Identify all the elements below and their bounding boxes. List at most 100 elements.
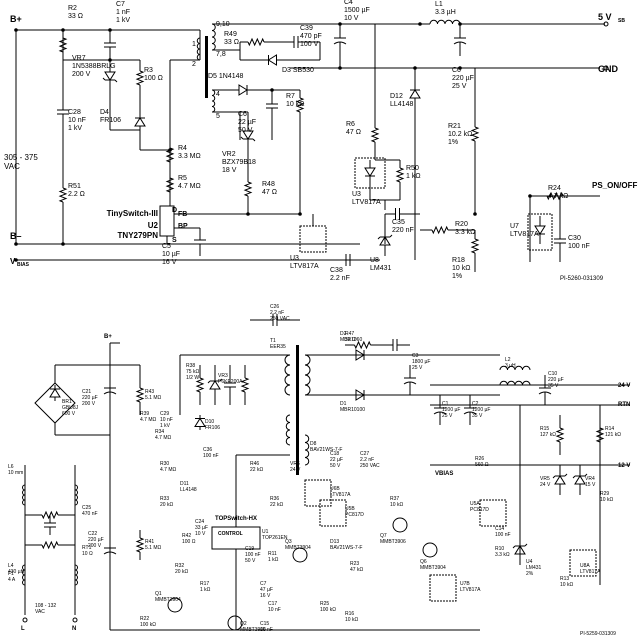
- inductor-winding: [22, 484, 26, 506]
- u8a-label: LTV817A: [580, 569, 601, 575]
- wire: [252, 138, 256, 142]
- r49-label: R49: [224, 31, 237, 38]
- u5b-label: PC817D: [345, 512, 364, 518]
- u1-label: U1: [262, 529, 269, 535]
- q2-label: Q2: [240, 621, 247, 627]
- r3-label: 100 Ω: [144, 75, 163, 82]
- r41-label: 5.1 MΩ: [145, 545, 162, 551]
- inductor-winding: [211, 23, 216, 51]
- vr5-label: 24 V: [540, 482, 551, 488]
- tpin-5: 5: [216, 113, 220, 120]
- inductor: [429, 19, 461, 25]
- wire: [395, 167, 405, 183]
- wire: [595, 427, 605, 443]
- u7-label: U7: [510, 223, 519, 230]
- tpin-4: 4: [216, 91, 220, 98]
- vr3-label: VR3: [218, 373, 228, 379]
- r16-label: 10 kΩ: [345, 617, 358, 623]
- capacitor-plate: [103, 391, 117, 395]
- r51-label: R51: [68, 183, 81, 190]
- ps-on-label: PS_ON/OFF: [592, 181, 637, 190]
- u5a-label: U5A: [470, 501, 480, 507]
- ac-n-label: N: [72, 626, 76, 632]
- wire: [219, 378, 223, 382]
- u6b-label: U6B: [330, 486, 340, 492]
- c28-label: C28: [68, 109, 81, 116]
- u4-label: LM431: [526, 565, 542, 571]
- l4-label: L4: [8, 563, 14, 569]
- c2-label: 35 V: [472, 413, 483, 419]
- wire: [552, 475, 556, 479]
- inductor-winding: [22, 564, 26, 586]
- u4-label: U4: [526, 559, 533, 565]
- transistor-q1: [167, 597, 183, 613]
- rail-vbias-label: V: [10, 257, 16, 266]
- wire: [470, 126, 480, 142]
- c18-label: C18: [330, 451, 339, 457]
- diode: [242, 130, 254, 140]
- r22-label: R22: [140, 616, 149, 622]
- r25-label: R25: [320, 601, 329, 607]
- optocoupler: [319, 499, 347, 527]
- u2-part-label: TNY279PN: [118, 231, 159, 240]
- inductor-winding: [196, 37, 201, 61]
- junction-dot: [528, 194, 532, 198]
- wire: [240, 136, 244, 140]
- wire: [370, 127, 380, 143]
- junction-dot: [338, 66, 342, 70]
- r18-label: R18: [452, 257, 465, 264]
- u3b-label: U3: [290, 255, 299, 262]
- vr2-label: 18 V: [222, 167, 237, 174]
- diode: [355, 389, 365, 401]
- d5-label: D5 1N4148: [208, 73, 244, 80]
- c18-label: 50 V: [330, 463, 341, 469]
- ac-l-label: L: [21, 626, 25, 632]
- d11-label: D11: [180, 481, 189, 487]
- l1-label: 3.3 µH: [435, 9, 456, 16]
- u6b-label: LTV817A: [330, 492, 351, 498]
- capacitor-plate: [333, 41, 347, 45]
- capacitor-plate: [103, 551, 117, 555]
- c1-label: C1: [442, 401, 449, 407]
- r10-label: R10: [495, 546, 504, 552]
- d4-label: D4: [100, 109, 109, 116]
- c35-label: C35: [392, 219, 405, 226]
- r3-label: R3: [144, 67, 153, 74]
- t1-core: [296, 345, 299, 475]
- diode: [514, 545, 526, 555]
- r5-label: 4.7 MΩ: [178, 183, 201, 190]
- ac-input-label: 108 - 132: [35, 603, 56, 609]
- r7-label: R7: [286, 93, 295, 100]
- c36-label: 100 nF: [203, 453, 219, 459]
- c29-label: 1 kV: [160, 423, 171, 429]
- d10-label: FR106: [205, 425, 220, 431]
- l1-label: L1: [435, 1, 443, 8]
- r22-label: 100 kΩ: [140, 622, 156, 628]
- c25-label: C25: [82, 505, 91, 511]
- r50-label: R50: [406, 165, 419, 172]
- wire: [58, 187, 68, 203]
- d12-label: LL4148: [390, 101, 413, 108]
- u8a-label: U8A: [580, 563, 590, 569]
- r26-label: R26: [475, 456, 484, 462]
- transformer-core: [205, 36, 208, 98]
- c15-label: C15: [260, 621, 269, 627]
- t1-label: EER35: [270, 344, 286, 350]
- c5-label: 16 V: [162, 259, 177, 266]
- r25-label: 100 kΩ: [320, 607, 336, 613]
- r32-label: 20 kΩ: [175, 569, 188, 575]
- capacitor-plate: [463, 411, 477, 415]
- t1-label: T1: [270, 338, 276, 344]
- inductor-winding: [284, 354, 291, 396]
- r46-label: R46: [250, 461, 259, 467]
- vr2-label: VR2: [222, 151, 236, 158]
- u2-pin-bp: BP: [178, 223, 188, 230]
- c27-label: 2.2 nF: [360, 457, 374, 463]
- c10-label: 35 V: [548, 383, 559, 389]
- vr2-label: BZX79B18: [222, 159, 256, 166]
- bottom-bplus-label: B+: [104, 334, 112, 340]
- r36-label: 22 kΩ: [270, 502, 283, 508]
- u2-pin-d: D: [172, 207, 177, 214]
- f1-label: 4 A: [8, 577, 16, 583]
